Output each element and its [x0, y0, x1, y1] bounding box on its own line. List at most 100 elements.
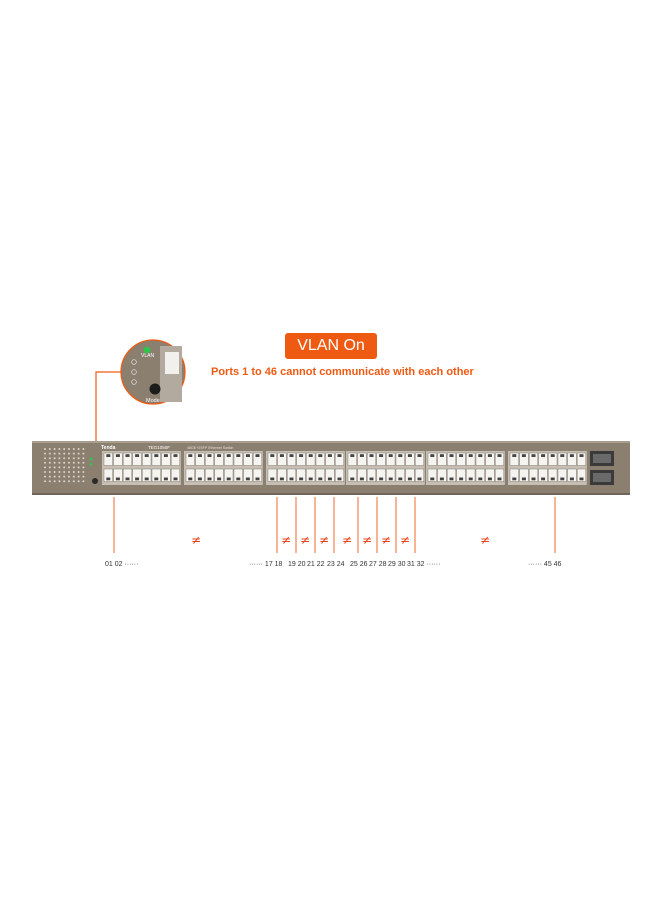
rj45-port[interactable] — [495, 468, 505, 482]
rj45-port[interactable] — [252, 452, 262, 466]
rj45-port[interactable] — [287, 452, 297, 466]
rj45-port[interactable] — [103, 468, 113, 482]
rj45-port[interactable] — [475, 452, 485, 466]
rj45-port[interactable] — [151, 452, 161, 466]
rj45-port[interactable] — [142, 452, 152, 466]
rj45-port[interactable] — [577, 468, 587, 482]
rj45-port[interactable] — [315, 468, 325, 482]
rj45-port[interactable] — [277, 452, 287, 466]
rj45-port[interactable] — [243, 468, 253, 482]
rj45-port[interactable] — [529, 468, 539, 482]
rj45-port[interactable] — [267, 468, 277, 482]
rj45-port[interactable] — [325, 468, 335, 482]
rj45-port[interactable] — [142, 468, 152, 482]
rj45-port[interactable] — [170, 452, 180, 466]
rj45-port[interactable] — [427, 452, 437, 466]
reset-button[interactable] — [92, 478, 98, 484]
rj45-port[interactable] — [357, 452, 367, 466]
rj45-port[interactable] — [475, 468, 485, 482]
rj45-port[interactable] — [538, 468, 548, 482]
rj45-port[interactable] — [415, 452, 425, 466]
rj45-port[interactable] — [161, 468, 171, 482]
rj45-port[interactable] — [347, 468, 357, 482]
rj45-port[interactable] — [519, 452, 529, 466]
rj45-port[interactable] — [386, 452, 396, 466]
rj45-port[interactable] — [395, 468, 405, 482]
rj45-port[interactable] — [185, 452, 195, 466]
rj45-port[interactable] — [224, 452, 234, 466]
rj45-port[interactable] — [367, 452, 377, 466]
rj45-port[interactable] — [495, 452, 505, 466]
rj45-port[interactable] — [335, 468, 345, 482]
rj45-port[interactable] — [557, 468, 567, 482]
rj45-port[interactable] — [376, 452, 386, 466]
rj45-port[interactable] — [567, 452, 577, 466]
rj45-port[interactable] — [151, 468, 161, 482]
rj45-port[interactable] — [447, 468, 457, 482]
rj45-port[interactable] — [415, 468, 425, 482]
rj45-port[interactable] — [447, 452, 457, 466]
rj45-port[interactable] — [548, 468, 558, 482]
rj45-port[interactable] — [485, 468, 495, 482]
rj45-port[interactable] — [122, 468, 132, 482]
rj45-port[interactable] — [567, 468, 577, 482]
rj45-port[interactable] — [204, 452, 214, 466]
rj45-port[interactable] — [548, 452, 558, 466]
rj45-port[interactable] — [437, 468, 447, 482]
rj45-port[interactable] — [509, 452, 519, 466]
rj45-port[interactable] — [267, 452, 277, 466]
rj45-port[interactable] — [132, 452, 142, 466]
rj45-port[interactable] — [437, 452, 447, 466]
rj45-port[interactable] — [233, 468, 243, 482]
rj45-port[interactable] — [485, 452, 495, 466]
mode-button[interactable] — [149, 383, 161, 395]
rj45-port[interactable] — [519, 468, 529, 482]
rj45-port[interactable] — [509, 468, 519, 482]
rj45-port[interactable] — [466, 452, 476, 466]
rj45-port[interactable] — [113, 468, 123, 482]
rj45-port[interactable] — [161, 452, 171, 466]
rj45-port[interactable] — [577, 452, 587, 466]
rj45-port[interactable] — [427, 468, 437, 482]
rj45-port[interactable] — [122, 452, 132, 466]
rj45-port[interactable] — [405, 452, 415, 466]
rj45-port[interactable] — [287, 468, 297, 482]
rj45-port[interactable] — [347, 452, 357, 466]
rj45-port[interactable] — [557, 452, 567, 466]
rj45-port[interactable] — [214, 468, 224, 482]
rj45-port[interactable] — [132, 468, 142, 482]
rj45-port[interactable] — [386, 468, 396, 482]
rj45-port[interactable] — [296, 452, 306, 466]
rj45-port[interactable] — [405, 468, 415, 482]
rj45-port[interactable] — [233, 452, 243, 466]
rj45-port[interactable] — [224, 468, 234, 482]
rj45-port[interactable] — [195, 452, 205, 466]
vent-hole — [63, 461, 66, 464]
rj45-port[interactable] — [395, 452, 405, 466]
rj45-port[interactable] — [306, 452, 316, 466]
rj45-port[interactable] — [456, 468, 466, 482]
rj45-port[interactable] — [538, 452, 548, 466]
rj45-port[interactable] — [529, 452, 539, 466]
rj45-port[interactable] — [306, 468, 316, 482]
rj45-port[interactable] — [466, 468, 476, 482]
rj45-port[interactable] — [252, 468, 262, 482]
rj45-port[interactable] — [296, 468, 306, 482]
rj45-port-latch — [255, 477, 260, 481]
rj45-port[interactable] — [325, 452, 335, 466]
rj45-port[interactable] — [277, 468, 287, 482]
rj45-port[interactable] — [376, 468, 386, 482]
rj45-port[interactable] — [367, 468, 377, 482]
rj45-port[interactable] — [195, 468, 205, 482]
rj45-port[interactable] — [335, 452, 345, 466]
rj45-port[interactable] — [315, 452, 325, 466]
rj45-port[interactable] — [185, 468, 195, 482]
rj45-port[interactable] — [357, 468, 367, 482]
rj45-port[interactable] — [214, 452, 224, 466]
rj45-port[interactable] — [243, 452, 253, 466]
rj45-port[interactable] — [456, 452, 466, 466]
rj45-port[interactable] — [204, 468, 214, 482]
rj45-port[interactable] — [170, 468, 180, 482]
rj45-port[interactable] — [103, 452, 113, 466]
rj45-port[interactable] — [113, 452, 123, 466]
